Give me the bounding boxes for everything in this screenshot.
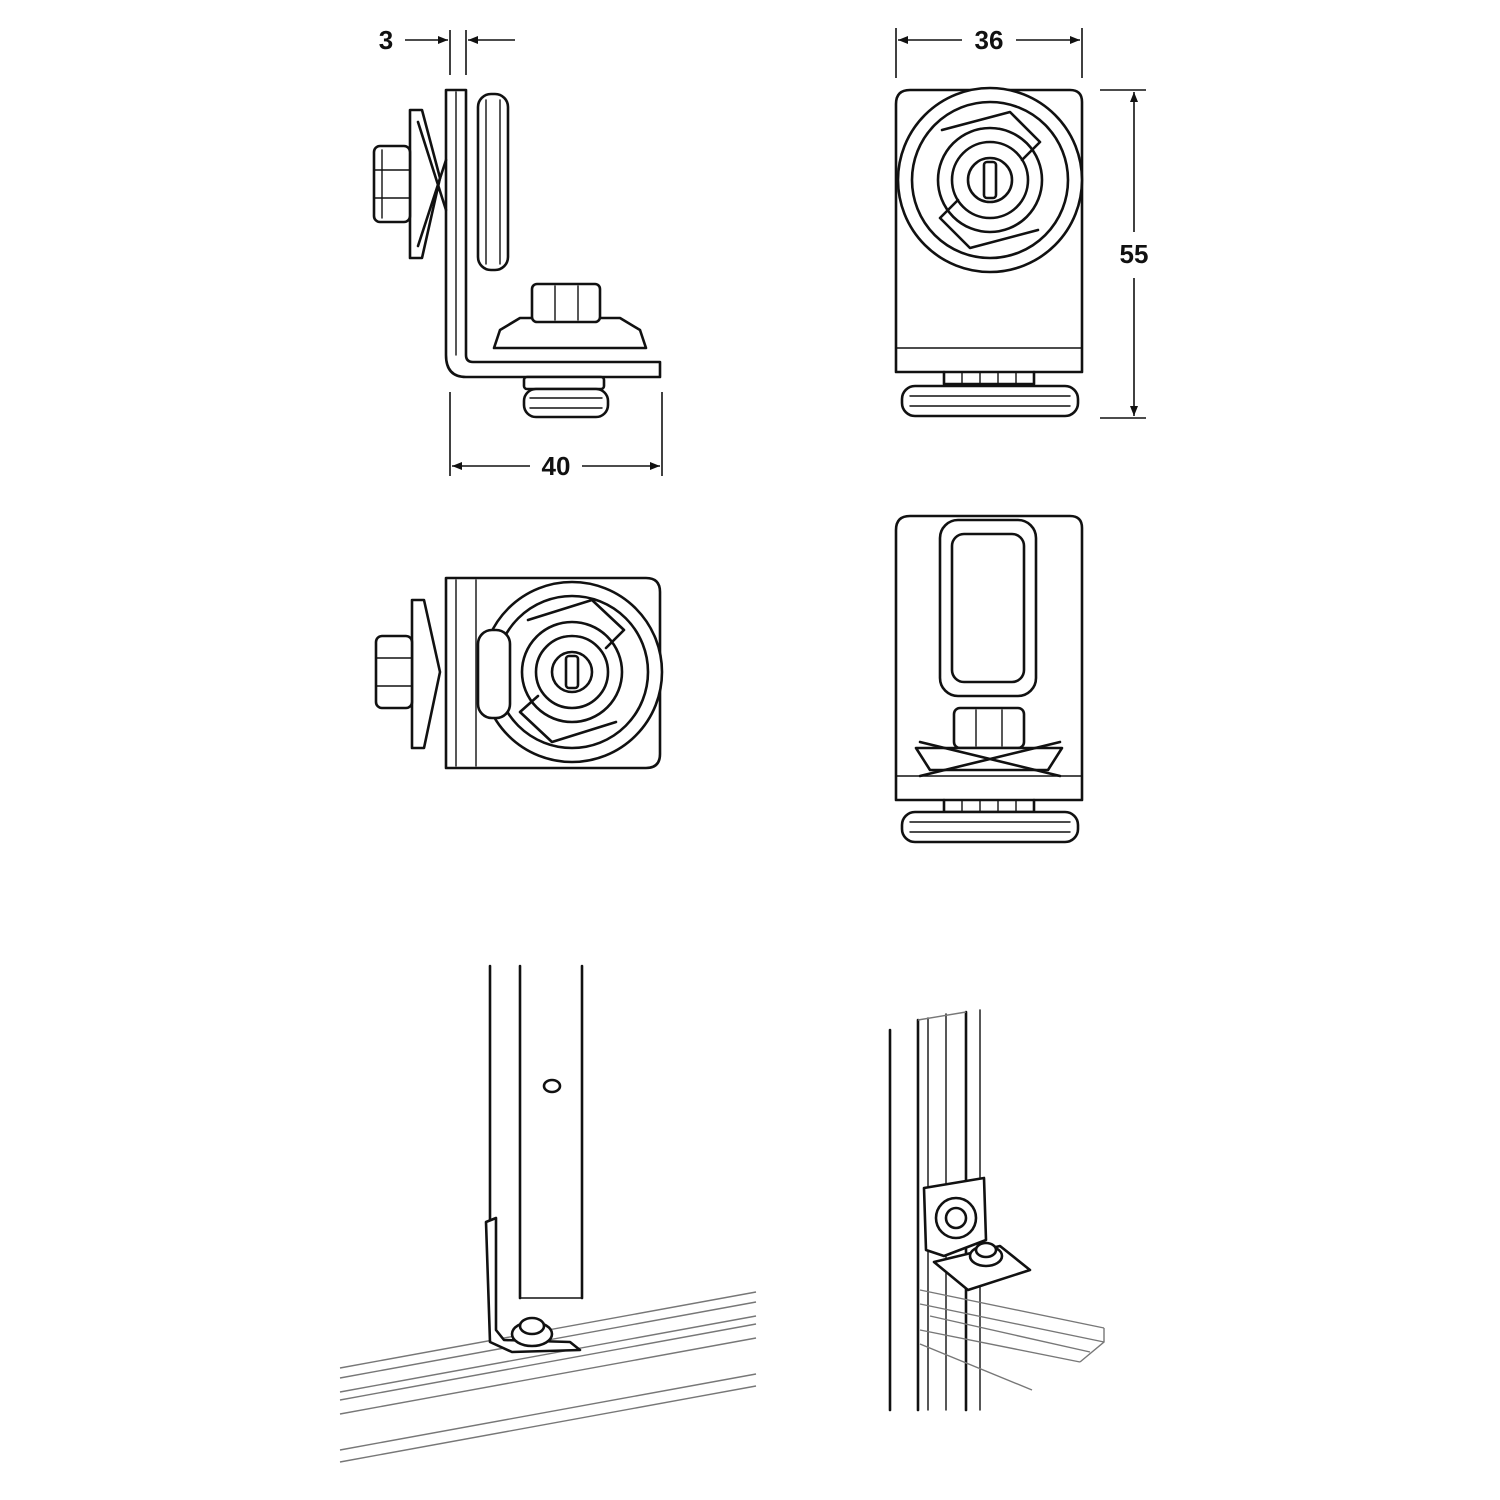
side-roller-top <box>476 92 510 272</box>
back-slot <box>938 518 1038 698</box>
top-view <box>374 576 664 770</box>
dim-height-label: 55 <box>1120 239 1149 269</box>
front-roller <box>900 384 1080 418</box>
side-view: 3 40 <box>372 25 663 481</box>
side-washer <box>408 108 442 260</box>
back-roller <box>900 810 1080 844</box>
dim-width-side-label: 40 <box>542 451 571 481</box>
l-bracket <box>444 88 662 379</box>
top-nut <box>374 634 414 710</box>
side-bottom-washer <box>492 316 648 350</box>
back-view <box>894 514 1084 844</box>
install-bracket <box>484 1216 582 1354</box>
dim-width-front-label: 36 <box>975 25 1004 55</box>
front-view: 36 55 <box>894 25 1149 419</box>
installation-view-right <box>888 1009 1105 1412</box>
installation-view-left <box>339 964 757 1463</box>
side-roller-bottom <box>522 387 610 419</box>
side-bottom-nut <box>530 282 602 324</box>
dim-thickness-label: 3 <box>379 25 393 55</box>
side-nut <box>372 144 412 224</box>
